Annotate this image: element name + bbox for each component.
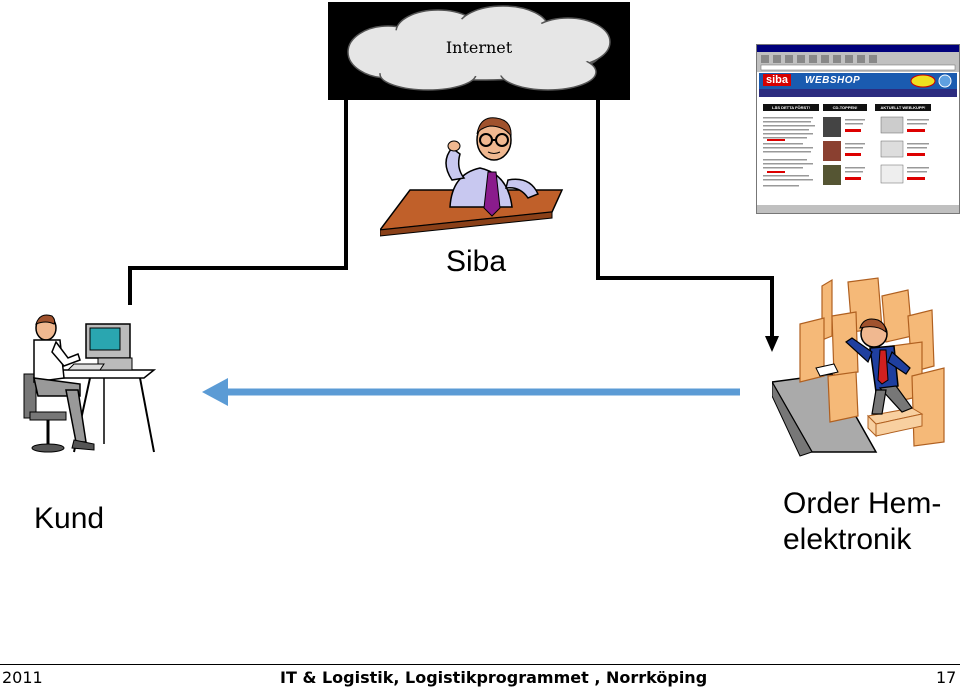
warehouse-worker-with-boxes-icon — [772, 277, 945, 457]
banner-decoration-icon — [910, 74, 952, 88]
internet-node — [328, 2, 630, 100]
webshop-banner-text: WEBSHOP — [805, 75, 861, 86]
order-label: Order Hem- elektronik — [783, 486, 941, 558]
siba-label: Siba — [446, 245, 507, 278]
webshop-col-head-2: CD-TOPPEN! — [823, 104, 867, 111]
kund-person-at-computer-icon — [23, 314, 157, 453]
webshop-col-head-1: LÄS DETTA FÖRST! — [763, 104, 819, 111]
order-label-line1: Order Hem- — [783, 487, 942, 520]
siba-person-at-desk-icon — [380, 117, 564, 237]
footer-year: 2011 — [2, 668, 43, 687]
footer-title: IT & Logistik, Logistikprogrammet , Norr… — [280, 668, 708, 687]
delivery-arrowhead — [202, 378, 228, 406]
internet-label: Internet — [445, 38, 513, 57]
browser-toolbar — [757, 52, 959, 72]
webshop-banner: siba WEBSHOP — [759, 73, 957, 89]
kund-label: Kund — [34, 502, 105, 535]
connector-internet-kund — [128, 100, 348, 305]
cloud-icon — [347, 5, 611, 91]
order-label-line2: elektronik — [783, 523, 912, 556]
footer-page-number: 17 — [936, 668, 957, 687]
siba-logo: siba — [763, 74, 792, 86]
arrowhead-down — [765, 336, 779, 352]
webshop-nav — [759, 89, 957, 97]
webshop-screenshot: siba WEBSHOP LÄS DETTA FÖRST! CD-TOPPEN!… — [756, 44, 960, 214]
connector-internet-order — [596, 100, 774, 338]
webshop-col-head-3: AKTUELLT WEB-KUPP! — [875, 104, 931, 111]
webshop-content — [763, 116, 929, 187]
footer-divider — [0, 664, 960, 665]
browser-titlebar — [757, 45, 959, 52]
browser-statusbar — [757, 205, 959, 213]
